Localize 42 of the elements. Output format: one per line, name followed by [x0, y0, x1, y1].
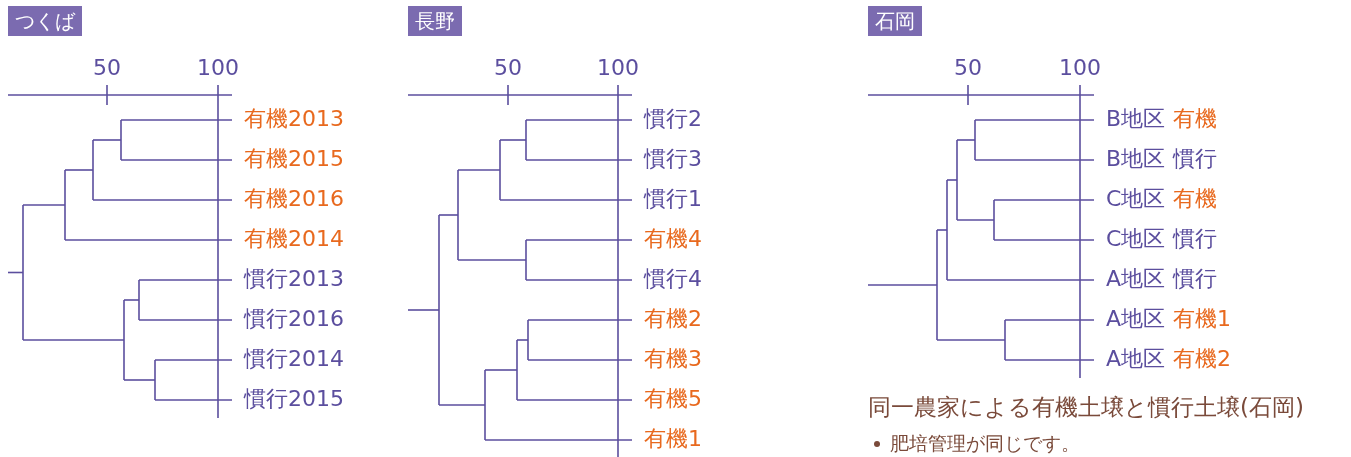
scale-label: 50 — [494, 57, 522, 79]
leaf-label: 有機2 — [644, 308, 702, 330]
scale-label: 100 — [1059, 57, 1101, 79]
leaf-label: A地区 — [1106, 348, 1166, 370]
leaf-label: 有機5 — [644, 388, 702, 410]
leaf-label: 有機 — [1173, 188, 1217, 210]
leaf-label: 有機3 — [644, 348, 702, 370]
leaf-label: 慣行2013 — [244, 268, 344, 290]
note-text: 肥培管理が同じです。 — [890, 434, 1080, 453]
leaf-label: 慣行1 — [644, 188, 702, 210]
leaf-label: A地区 — [1106, 308, 1166, 330]
leaf-label: 有機4 — [644, 228, 702, 250]
leaf-label: 慣行 — [1173, 148, 1217, 170]
leaf-label: 有機1 — [1173, 308, 1231, 330]
scale-label: 50 — [93, 57, 121, 79]
leaf-label: 有機2014 — [244, 228, 344, 250]
leaf-label: 慣行 — [1173, 228, 1217, 250]
leaf-label: 慣行 — [1173, 268, 1217, 290]
leaf-label: 有機2013 — [244, 108, 344, 130]
panel-header: つくば — [8, 6, 82, 36]
leaf-label: 有機2 — [1173, 348, 1231, 370]
leaf-label: A地区 — [1106, 268, 1166, 290]
leaf-label: C地区 — [1106, 188, 1166, 210]
leaf-label: 有機 — [1173, 108, 1217, 130]
scale-label: 100 — [197, 57, 239, 79]
leaf-label: 有機2016 — [244, 188, 344, 210]
leaf-label: 有機2015 — [244, 148, 344, 170]
leaf-label: 慣行2015 — [244, 388, 344, 410]
leaf-label: 慣行2014 — [244, 348, 344, 370]
leaf-label: 有機1 — [644, 428, 702, 450]
scale-label: 50 — [954, 57, 982, 79]
scale-label: 100 — [597, 57, 639, 79]
caption-text: 同一農家による有機土壌と慣行土壌(石岡) — [868, 396, 1304, 419]
leaf-label: 慣行3 — [644, 148, 702, 170]
panel-header: 石岡 — [868, 6, 922, 36]
leaf-label: B地区 — [1106, 148, 1166, 170]
leaf-label: B地区 — [1106, 108, 1166, 130]
leaf-label: C地区 — [1106, 228, 1166, 250]
panel-header: 長野 — [408, 6, 462, 36]
leaf-label: 慣行2 — [644, 108, 702, 130]
leaf-label: 慣行2016 — [244, 308, 344, 330]
leaf-label: 慣行4 — [644, 268, 702, 290]
